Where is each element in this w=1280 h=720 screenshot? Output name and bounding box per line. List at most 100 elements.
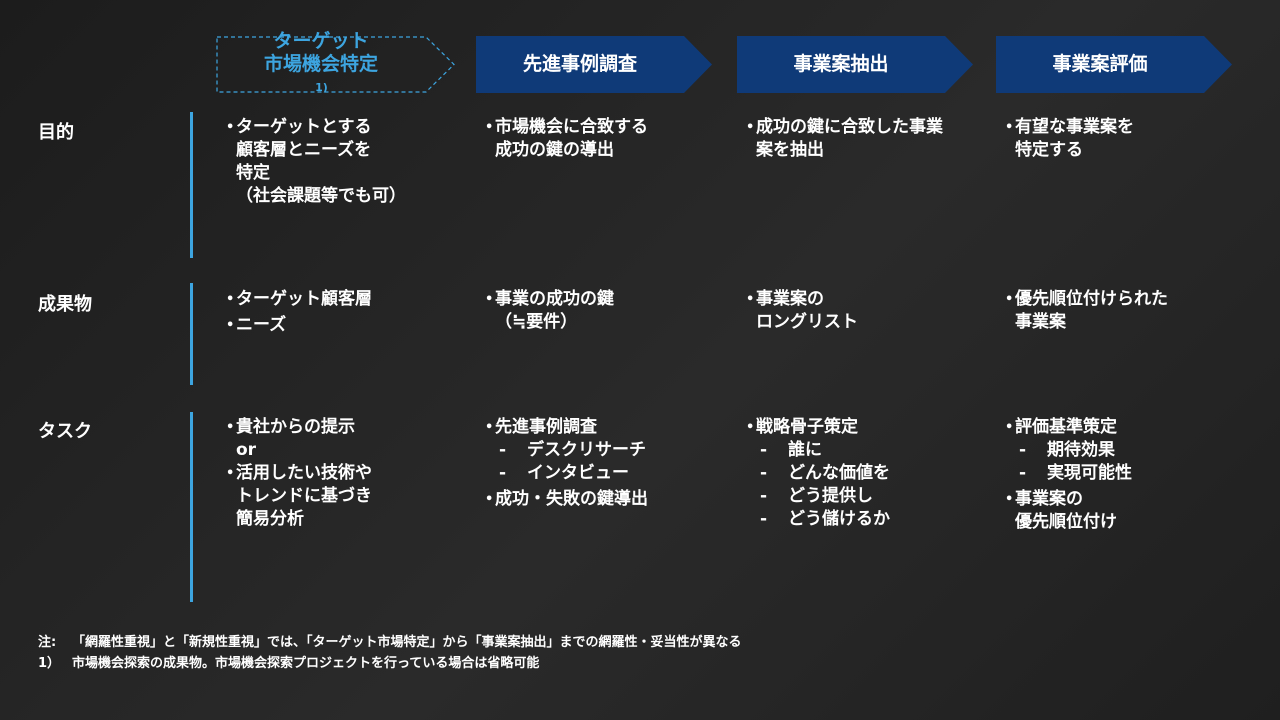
bullet-item: 成功の鍵に合致した事業 案を抽出 (746, 116, 943, 162)
bullet-item: ターゲット顧客層 (226, 288, 372, 311)
sub-item: -どう儲けるか (746, 508, 890, 531)
purpose-cell-target: ターゲットとする 顧客層とニーズを 特定 （社会課題等でも可） (226, 116, 406, 211)
stage-label-line-2-text: 市場機会特定 (263, 53, 378, 75)
stage-case-research: 先進事例調査 (476, 36, 716, 93)
bullet-item: 貴社からの提示 (226, 416, 372, 439)
deliverables-cell-idea-extraction: 事業案の ロングリスト (746, 288, 858, 337)
sub-item: -デスクリサーチ (485, 439, 648, 462)
stage-idea-extraction: 事業案抽出 (737, 36, 977, 93)
deliverables-cell-case-research: 事業の成功の鍵 （≒要件） (485, 288, 614, 337)
row-header-deliverables: 成果物 (38, 294, 92, 315)
sub-text: 誰に (788, 440, 822, 460)
line: ロングリスト (756, 312, 858, 332)
row-divider-tasks (190, 412, 193, 602)
bullet-item: 先進事例調査 (485, 416, 648, 439)
line: トレンドに基づき (236, 486, 372, 506)
note-text: 「網羅性重視」と「新規性重視」では、「ターゲット市場特定」から「事業案抽出」まで… (72, 635, 742, 650)
note-text: 市場機会探索の成果物。市場機会探索プロジェクトを行っている場合は省略可能 (72, 656, 540, 671)
row-divider-purpose (190, 112, 193, 258)
bullet-item: 事業案の 優先順位付け (1005, 488, 1132, 534)
stage-label-idea-extraction: 事業案抽出 (793, 53, 889, 75)
line: （≒要件） (495, 312, 578, 332)
bullet-item: 事業案の ロングリスト (746, 288, 858, 334)
row-header-tasks: タスク (38, 421, 92, 442)
line: 優先順位付け (1015, 512, 1117, 532)
line: 事業案 (1015, 312, 1066, 332)
note-key: 1） (38, 656, 61, 671)
dash: - (760, 463, 768, 483)
bullet-item: 優先順位付けられた 事業案 (1005, 288, 1168, 334)
stage-label-line-1: ターゲット (273, 30, 369, 52)
bullet-item: 成功・失敗の鍵導出 (485, 488, 648, 511)
row-divider-deliverables (190, 283, 193, 385)
bullet-item: 戦略骨子策定 (746, 416, 890, 439)
line: 事業案の (1015, 489, 1083, 509)
sub-text: どう儲けるか (788, 509, 890, 529)
tasks-cell-target: 貴社からの提示 or 活用したい技術や トレンドに基づき 簡易分析 (226, 416, 372, 534)
bullet-item: ターゲットとする 顧客層とニーズを 特定 （社会課題等でも可） (226, 116, 406, 208)
deliverables-cell-idea-evaluation: 優先順位付けられた 事業案 (1005, 288, 1168, 337)
line: 有望な事業案を (1015, 117, 1134, 137)
sub-item: -どう提供し (746, 485, 890, 508)
sub-item: -期待効果 (1005, 439, 1132, 462)
sub-text: インタビュー (527, 463, 629, 483)
dash: - (1019, 440, 1027, 460)
chevron-shape (996, 36, 1232, 93)
stage-label-line-2: 市場機会特定 1) (264, 53, 378, 99)
line: 事業の成功の鍵 (495, 289, 614, 309)
deliverables-cell-target: ターゲット顧客層 ニーズ (226, 288, 372, 340)
line: 活用したい技術や (236, 463, 372, 483)
bullet-item: ニーズ (226, 314, 372, 337)
stage-label-case-research: 先進事例調査 (522, 53, 637, 75)
sub-text: 実現可能性 (1047, 463, 1132, 483)
sub-item: -実現可能性 (1005, 462, 1132, 485)
line: 成功の鍵の導出 (495, 140, 614, 160)
tasks-cell-idea-extraction: 戦略骨子策定 -誰に -どんな価値を -どう提供し -どう儲けるか (746, 416, 890, 531)
line: 簡易分析 (236, 509, 304, 529)
line: 案を抽出 (756, 140, 824, 160)
bullet-item: 活用したい技術や トレンドに基づき 簡易分析 (226, 462, 372, 531)
bullet-item: 事業の成功の鍵 （≒要件） (485, 288, 614, 334)
purpose-cell-idea-extraction: 成功の鍵に合致した事業 案を抽出 (746, 116, 943, 165)
sub-text: 期待効果 (1047, 440, 1115, 460)
footnote-marker: 1) (315, 81, 328, 94)
bullet-item: 有望な事業案を 特定する (1005, 116, 1134, 162)
row-header-purpose: 目的 (38, 122, 74, 143)
bullet-item: 市場機会に合致する 成功の鍵の導出 (485, 116, 648, 162)
dash: - (499, 463, 507, 483)
line: 成功の鍵に合致した事業 (756, 117, 943, 137)
sub-text: どう提供し (788, 486, 873, 506)
stage-label-idea-evaluation: 事業案評価 (1052, 53, 1148, 75)
stage-label-target: ターゲット 市場機会特定 1) (216, 30, 426, 94)
line: 優先順位付けられた (1015, 289, 1168, 309)
dash: - (760, 509, 768, 529)
chevron-shape (737, 36, 973, 93)
note-row: 1） 市場機会探索の成果物。市場機会探索プロジェクトを行っている場合は省略可能 (38, 653, 742, 674)
sub-item: -誰に (746, 439, 890, 462)
line: 事業案の (756, 289, 824, 309)
dash: - (760, 486, 768, 506)
line: （社会課題等でも可） (236, 186, 406, 206)
bullet-item: 評価基準策定 (1005, 416, 1132, 439)
sub-text: どんな価値を (788, 463, 890, 483)
line: 市場機会に合致する (495, 117, 648, 137)
note-key: 注: (38, 635, 57, 650)
purpose-cell-idea-evaluation: 有望な事業案を 特定する (1005, 116, 1134, 165)
note-row: 注: 「網羅性重視」と「新規性重視」では、「ターゲット市場特定」から「事業案抽出… (38, 632, 742, 653)
sub-text: デスクリサーチ (527, 440, 646, 460)
dash: - (499, 440, 507, 460)
sub-item: -どんな価値を (746, 462, 890, 485)
stage-idea-evaluation: 事業案評価 (996, 36, 1236, 93)
dash: - (1019, 463, 1027, 483)
dash: - (760, 440, 768, 460)
chevron-shape (476, 36, 712, 93)
tasks-cell-case-research: 先進事例調査 -デスクリサーチ -インタビュー 成功・失敗の鍵導出 (485, 416, 648, 514)
purpose-cell-case-research: 市場機会に合致する 成功の鍵の導出 (485, 116, 648, 165)
dashed-chevron-shape (216, 36, 455, 93)
footnotes: 注: 「網羅性重視」と「新規性重視」では、「ターゲット市場特定」から「事業案抽出… (38, 632, 742, 674)
or-label: or (236, 440, 257, 460)
sub-item: -インタビュー (485, 462, 648, 485)
stage-target-market: ターゲット 市場機会特定 1) (216, 30, 456, 94)
line: 顧客層とニーズを (236, 140, 372, 160)
